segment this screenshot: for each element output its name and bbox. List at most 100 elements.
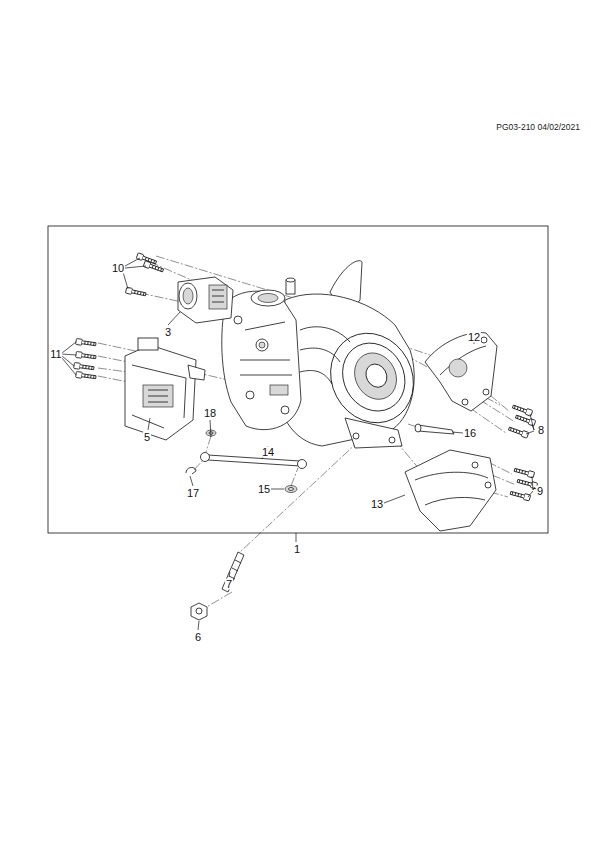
turbocharger — [234, 316, 242, 324]
centre-lines — [492, 475, 516, 485]
leader-lines — [62, 258, 535, 630]
turbocharger — [315, 319, 429, 438]
leader-lines — [528, 476, 535, 497]
bracket-12 — [449, 359, 467, 377]
callout-number: 11 — [49, 349, 62, 360]
bracket-12 — [483, 389, 489, 395]
actuator-5 — [143, 385, 173, 407]
leader-lines — [271, 489, 284, 490]
bolts-8 — [508, 426, 529, 438]
stud-7 — [222, 552, 244, 592]
bolts-11 — [76, 338, 97, 347]
callout-number: 7 — [225, 579, 233, 590]
callout-number: 14 — [261, 447, 275, 458]
turbocharger — [222, 261, 429, 448]
clip-17 — [186, 467, 196, 474]
bolts-8 — [508, 404, 536, 438]
bracket-12 — [462, 399, 468, 405]
actuator-3 — [178, 277, 233, 323]
bolts-9 — [510, 467, 538, 501]
centre-lines — [98, 256, 516, 608]
bolts-10 — [125, 287, 146, 297]
actuator-5 — [188, 365, 205, 380]
rod-14 — [208, 455, 300, 466]
bolts-11 — [76, 371, 97, 380]
turbocharger — [347, 346, 405, 407]
frame — [48, 226, 548, 533]
callout-number: 6 — [194, 632, 202, 643]
turbocharger — [246, 391, 254, 399]
centre-lines — [98, 343, 140, 352]
turbocharger — [281, 406, 289, 414]
pin-16 — [418, 425, 454, 434]
pin-16 — [415, 424, 421, 432]
heat-shield-13 — [485, 482, 491, 488]
turbocharger — [362, 360, 391, 391]
turbocharger — [251, 290, 285, 306]
callout-number: 10 — [111, 263, 125, 274]
centre-lines — [205, 592, 232, 608]
actuator-5 — [138, 338, 158, 350]
rod-14 — [298, 460, 307, 469]
nut-6 — [196, 608, 202, 614]
leader-lines — [229, 572, 230, 577]
leader-lines — [123, 258, 146, 289]
actuator-3 — [183, 288, 193, 304]
callout-number: 8 — [537, 425, 545, 436]
leader-lines — [190, 476, 193, 486]
centre-lines — [490, 395, 510, 412]
heat-shield-13 — [415, 472, 488, 505]
bolts-11 — [74, 362, 95, 371]
callout-number: 9 — [536, 486, 544, 497]
clip-17 — [186, 467, 196, 474]
turbocharger — [286, 278, 295, 282]
heat-shield-13 — [405, 450, 496, 531]
washer-15 — [285, 486, 297, 493]
actuator-3 — [178, 277, 233, 323]
bolts-11 — [76, 351, 97, 360]
callout-number: 17 — [186, 488, 200, 499]
turbocharger — [300, 327, 350, 384]
callout-number: 13 — [370, 499, 384, 510]
callout-number: 18 — [203, 408, 217, 419]
leader-lines — [210, 420, 211, 437]
frame — [48, 226, 548, 533]
leader-lines — [296, 533, 297, 542]
actuator-3 — [212, 290, 224, 302]
turbocharger — [353, 433, 359, 439]
turbocharger — [315, 319, 429, 438]
bracket-12 — [425, 333, 497, 411]
actuator-5 — [125, 338, 205, 440]
heat-shield-13 — [405, 450, 496, 531]
bracket-12 — [481, 337, 487, 343]
turbocharger — [331, 332, 417, 422]
turbocharger — [389, 437, 395, 443]
rod-14 — [201, 453, 307, 469]
actuator-5 — [125, 345, 196, 440]
leader-lines — [62, 342, 76, 375]
nut-6 — [191, 603, 207, 620]
centre-lines — [291, 468, 298, 486]
pin-16 — [415, 424, 454, 434]
bolts-10 — [125, 253, 164, 297]
turbocharger — [256, 339, 268, 351]
rod-14 — [201, 453, 210, 462]
centre-lines — [98, 376, 128, 382]
nut-6 — [191, 603, 207, 620]
bracket-12 — [425, 333, 497, 411]
washer-15 — [285, 486, 297, 493]
centre-lines — [98, 368, 128, 372]
bolts-10 — [143, 261, 164, 273]
leader-lines — [526, 414, 534, 434]
centre-lines — [140, 293, 182, 302]
centre-lines — [240, 440, 360, 552]
leader-lines — [452, 432, 463, 433]
heat-shield-13 — [472, 462, 478, 468]
callout-number: 15 — [257, 484, 271, 495]
leader-lines — [198, 621, 199, 630]
turbocharger — [270, 385, 288, 395]
actuator-3 — [179, 283, 197, 309]
turbocharger — [222, 291, 301, 430]
